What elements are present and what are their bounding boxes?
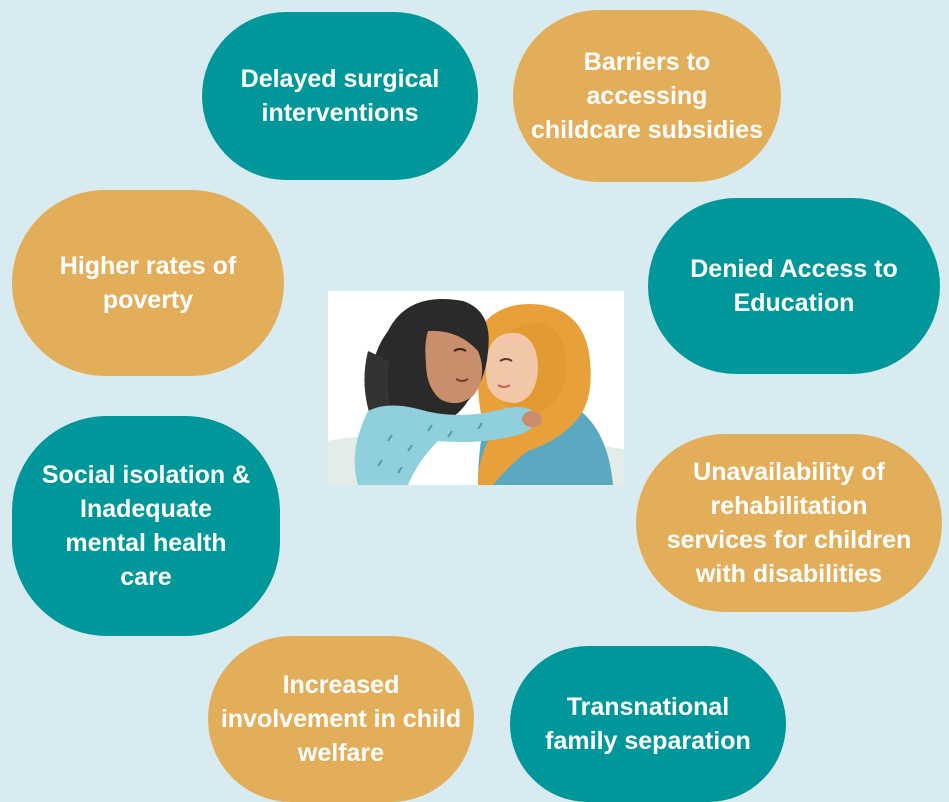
item-label: Increased involvement in child welfare bbox=[220, 671, 462, 767]
item-label: Unavailability of rehabilitation service… bbox=[666, 458, 912, 588]
item-denied-access-to-education: Denied Access to Education bbox=[648, 198, 940, 374]
item-barriers-childcare-subsidies: Barriers to accessing childcare subsidie… bbox=[513, 10, 781, 182]
item-social-isolation-mental-health: Social isolation & Inadequate mental hea… bbox=[12, 416, 280, 636]
item-label: Delayed surgical interventions bbox=[240, 65, 440, 127]
item-unavailability-rehabilitation-services: Unavailability of rehabilitation service… bbox=[636, 434, 942, 612]
item-label: Transnational family separation bbox=[545, 693, 751, 755]
item-label: Higher rates of poverty bbox=[59, 252, 237, 314]
item-delayed-surgical-interventions: Delayed surgical interventions bbox=[202, 12, 478, 180]
mother-child-illustration bbox=[328, 291, 624, 485]
item-label: Denied Access to Education bbox=[690, 255, 898, 317]
item-label: Social isolation & Inadequate mental hea… bbox=[41, 461, 251, 591]
item-increased-involvement-child-welfare: Increased involvement in child welfare bbox=[208, 636, 474, 802]
item-label: Barriers to accessing childcare subsidie… bbox=[530, 48, 764, 144]
item-higher-rates-of-poverty: Higher rates of poverty bbox=[12, 190, 284, 376]
item-transnational-family-separation: Transnational family separation bbox=[510, 646, 786, 802]
